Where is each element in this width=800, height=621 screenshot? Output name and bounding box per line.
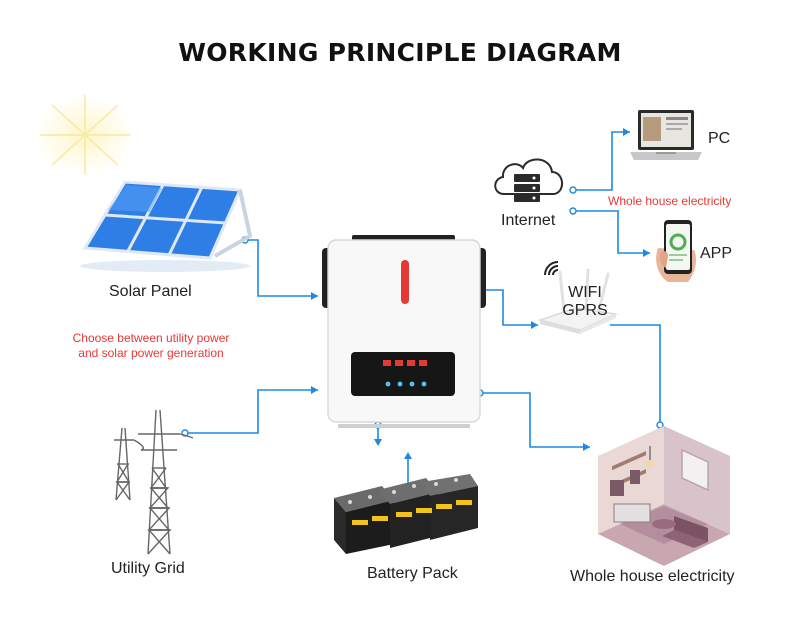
wifi-label: WIFI <box>568 284 602 301</box>
note-choose-line2: and solar power generation <box>78 346 224 360</box>
house-room-icon <box>598 426 730 566</box>
wifi-signal-icon <box>544 261 559 276</box>
note-whole-house-red: Whole house electricity <box>608 194 732 208</box>
phone-app-icon <box>656 220 696 282</box>
sun-glow <box>35 95 135 175</box>
solar-panel-icon <box>80 180 253 272</box>
inverter-to-wifi-line <box>480 289 538 326</box>
inverter-icon <box>322 235 486 428</box>
internet-cloud-icon <box>494 158 563 202</box>
internet-label: Internet <box>501 212 556 229</box>
page-title: WORKING PRINCIPLE DIAGRAM <box>178 38 622 67</box>
solar-panel-label: Solar Panel <box>109 283 192 300</box>
whole-house-label: Whole house electricity <box>570 568 735 585</box>
battery-pack-icon <box>334 474 478 554</box>
utility-grid-label: Utility Grid <box>111 560 185 577</box>
gprs-label: GPRS <box>562 302 608 319</box>
internet-to-pc-line <box>575 131 630 191</box>
battery-pack-label: Battery Pack <box>367 565 458 582</box>
wifi-to-house-line <box>610 324 661 425</box>
solar-to-inverter-line <box>245 239 318 297</box>
wifi-router-icon <box>537 268 619 334</box>
pc-label: PC <box>708 130 731 147</box>
laptop-icon <box>630 110 702 160</box>
app-label: APP <box>700 245 733 262</box>
grid-to-inverter-line <box>185 389 318 434</box>
utility-tower-icon <box>114 409 193 555</box>
internet-to-app-line <box>575 210 650 254</box>
note-choose-line1: Choose between utility power <box>72 331 230 345</box>
inverter-to-house-line <box>480 392 590 448</box>
